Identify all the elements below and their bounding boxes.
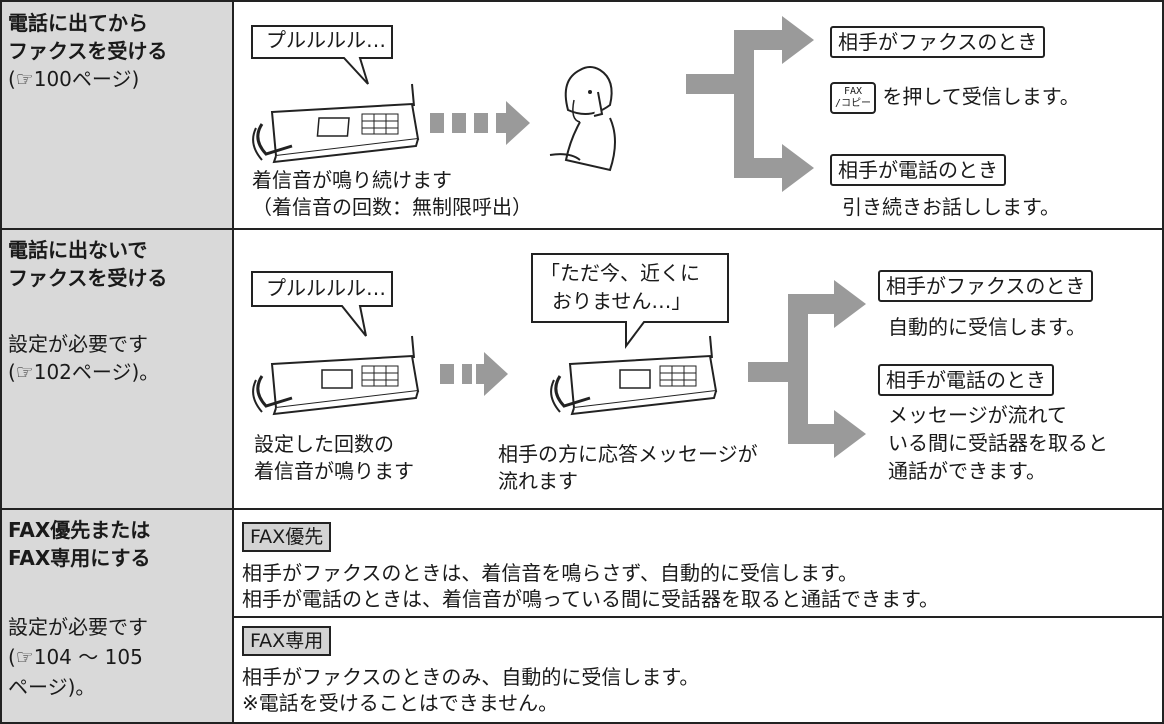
fax-machine-icon-2 [252,335,420,416]
branch-arrow-icon-2 [748,280,866,458]
row1-note: (☞100ページ) [8,67,140,91]
row3-label-cell [0,509,233,724]
ring-speech-bubble [251,25,393,85]
woman-on-phone-icon [549,66,616,172]
row2-heading-1: 電話に出ないで [8,238,148,262]
row1-label-cell [0,0,233,229]
fax-machine-icon [252,83,420,164]
row1-case-phone-label: 相手が電話のとき [830,154,1006,186]
fax-only-line-2: ※電話を受けることはできません。 [242,691,559,715]
row1-case-phone-text: 引き続きお話しします。 [842,195,1060,219]
fax-only-line-1: 相手がファクスのときのみ、自動的に受信します。 [242,665,700,689]
row1-case-fax-label: 相手がファクスのとき [830,26,1046,58]
row1-case-fax-line: FAX/コピー を押して受信します。 [830,82,1080,114]
fax-machine-icon-3 [550,335,718,416]
row3-note-3: ページ)。 [8,675,96,699]
fax-priority-tag: FAX優先 [242,522,332,552]
row1-caption-1: 着信音が鳴り続けます [252,168,452,192]
row2-label-cell [0,229,233,509]
row2-case-phone-text-2: いる間に受話器を取ると [888,431,1108,455]
arrow-right-icon [430,101,530,145]
row2-caption-mid-2: 流れます [498,469,578,493]
row1-bubble-text: プルルルル… [266,28,386,52]
row2-case-fax-label: 相手がファクスのとき [878,270,1094,302]
row2-case-phone-text-1: メッセージが流れて [888,403,1067,427]
ring-speech-bubble-2 [251,271,393,337]
row1-heading-2: ファクスを受ける [8,39,168,63]
row2-answer-2: おりません…」 [552,289,692,313]
row2-answer-1: 「ただ今、近くに [540,261,700,285]
row2-case-phone-label: 相手が電話のとき [878,364,1054,396]
row1-case-fax-text: を押して受信します。 [882,84,1080,109]
row1-caption-2: （着信音の回数：無制限呼出） [252,195,532,219]
row2-heading-2: ファクスを受ける [8,266,168,290]
row2-bubble-text: プルルルル… [266,276,386,300]
row3-heading-1: FAX優先または [8,518,151,542]
row3-note-1: 設定が必要です [8,615,148,639]
row2-case-phone-text-3: 通話ができます。 [888,459,1046,483]
branch-arrow-icon [686,16,814,192]
row2-case-fax-text: 自動的に受信します。 [888,315,1086,339]
fax-only-tag: FAX専用 [242,626,332,656]
row3-note-2: (☞104 〜 105 [8,645,143,669]
row3-heading-2: FAX専用にする [8,546,151,570]
row2-caption-left-2: 着信音が鳴ります [254,459,414,483]
answer-speech-bubble [531,253,729,349]
row2-caption-left-1: 設定した回数の [254,432,394,456]
fax-copy-key-icon: FAX/コピー [830,82,877,114]
row2-note-1: 設定が必要です [8,332,148,356]
row2-note-2: (☞102ページ)。 [8,360,160,384]
row1-heading-1: 電話に出てから [8,11,148,35]
row2-caption-mid-1: 相手の方に応答メッセージが [498,442,758,466]
arrow-right-icon-2 [440,352,508,396]
fax-priority-line-2: 相手が電話のときは、着信音が鳴っている間に受話器を取ると通話できます。 [242,587,939,611]
fax-priority-line-1: 相手がファクスのときは、着信音を鳴らさず、自動的に受信します。 [242,561,858,585]
